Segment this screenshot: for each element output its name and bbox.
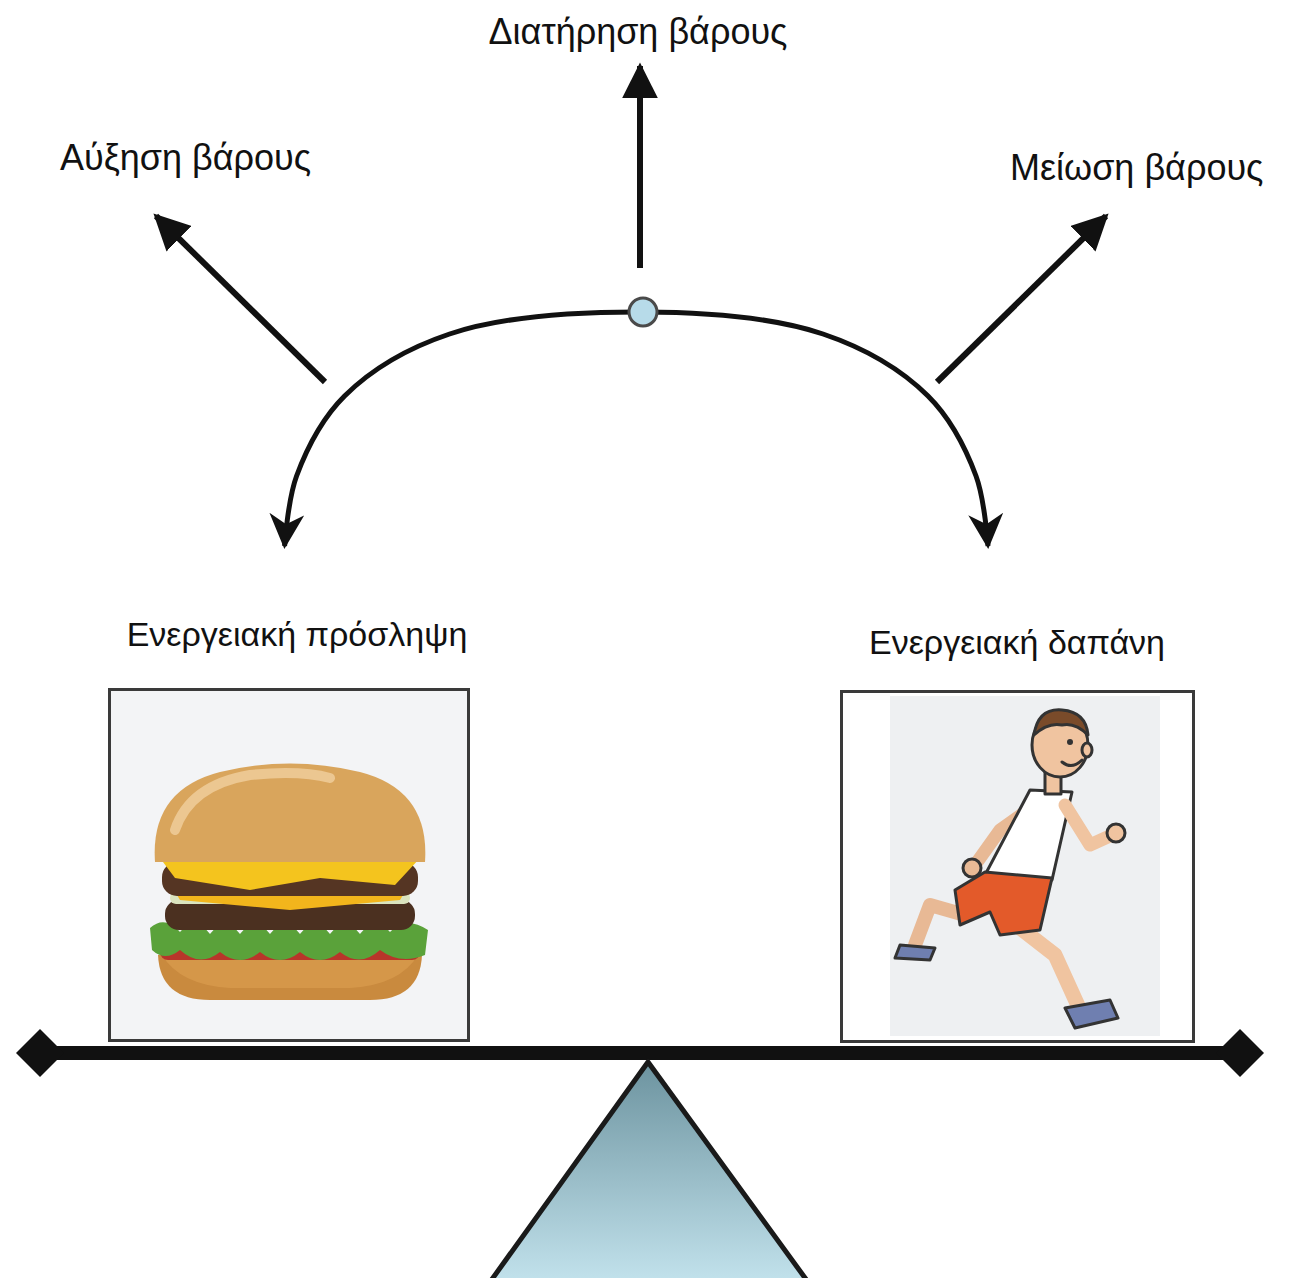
weight-label: Μείωση βάρους bbox=[1010, 146, 1263, 190]
burger-picture bbox=[150, 764, 428, 1001]
fulcrum bbox=[490, 1062, 808, 1278]
weight-label: Αύξηση βάρους bbox=[60, 136, 311, 180]
weight-label: Διατήρηση βάρους bbox=[489, 10, 788, 54]
picture-frame bbox=[108, 688, 470, 1042]
node-heading: Ενεργειακή πρόσληψη bbox=[90, 612, 504, 656]
gain-arrow bbox=[156, 216, 325, 382]
runner-picture-inner bbox=[890, 696, 1160, 1036]
pivot-dot bbox=[629, 298, 657, 326]
picture-box: Ενεργειακή δαπάνη bbox=[810, 550, 1224, 1043]
node-heading: Ενεργειακή δαπάνη bbox=[810, 620, 1224, 664]
picture-frame bbox=[840, 690, 1195, 1043]
balance-arc bbox=[285, 312, 988, 546]
picture-box: Ενεργειακή πρόσληψη bbox=[90, 550, 504, 1042]
loss-arrow bbox=[937, 216, 1106, 382]
maintain-arrow bbox=[637, 66, 643, 268]
runner-picture-ground bbox=[840, 690, 1195, 1043]
runner-picture bbox=[895, 710, 1125, 1028]
food-picture-ground bbox=[108, 688, 470, 1042]
